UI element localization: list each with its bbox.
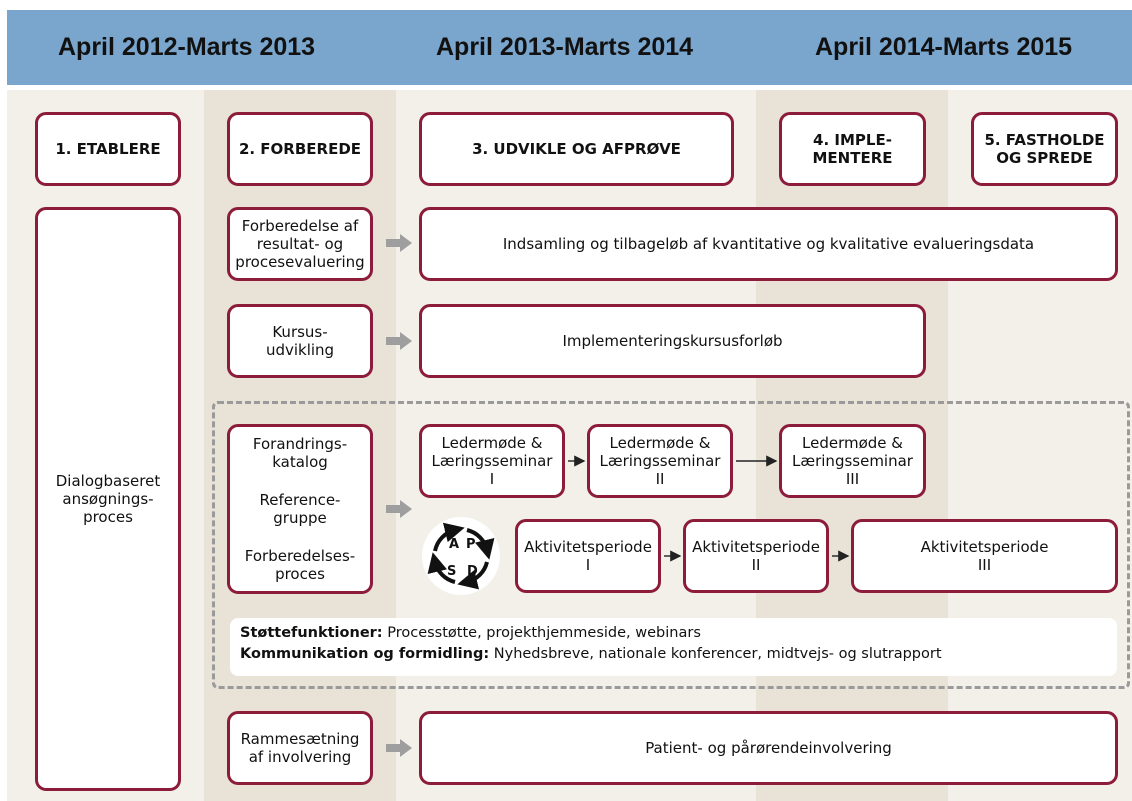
phase-fastholde-line1: 5. FASTHOLDE (984, 131, 1105, 149)
gray-arrow-evaluation-icon (386, 234, 412, 252)
improvement-group-frame (212, 401, 1130, 689)
phase-udvikle-label: 3. UDVIKLE OG AFPRØVE (472, 140, 681, 158)
activity-3-line2: III (977, 556, 992, 574)
prep-evaluation-box: Forberedelse af resultat- og procesevalu… (227, 207, 373, 281)
gray-arrow-involvement-icon (386, 739, 412, 757)
prep-eval-line1: Forberedelse af (241, 217, 359, 235)
pdsa-letter-d: D (467, 564, 478, 579)
evaluation-data-box: Indsamling og tilbageløb af kvantitative… (419, 207, 1118, 281)
phase-fastholde: 5. FASTHOLDE OG SPREDE (971, 112, 1118, 186)
phase-udvikle: 3. UDVIKLE OG AFPRØVE (419, 112, 734, 186)
course-box: Implementeringskursusforløb (419, 304, 926, 378)
dialog-line2: ansøgnings- (62, 490, 154, 508)
course-dev-box: Kursus- udvikling (227, 304, 373, 378)
support-text-2: Nyhedsbreve, nationale konferencer, midt… (489, 646, 942, 662)
involvement-label: Patient- og pårørendeinvolvering (645, 739, 892, 757)
evaluation-data-label: Indsamling og tilbageløb af kvantitative… (502, 235, 1035, 253)
pdsa-letter-a: A (449, 537, 459, 552)
timeline-header (7, 10, 1132, 85)
gray-arrow-course-icon (386, 332, 412, 350)
catalog-line1: Forandrings- (252, 435, 348, 453)
meeting-1-line1: Ledermøde & (441, 434, 543, 452)
meeting-3-line1: Ledermøde & (802, 434, 903, 452)
support-label-1: Støttefunktioner: (240, 625, 383, 641)
prep-eval-line3: procesevaluering (235, 253, 365, 271)
pdsa-letter-p: P (466, 537, 476, 552)
process-line1: Forberedelses- (244, 547, 356, 565)
meeting-box-3: Ledermøde & Læringsseminar III (779, 424, 926, 498)
support-functions: Støttefunktioner: Processtøtte, projekth… (230, 618, 1117, 676)
course-dev-line1: Kursus- (272, 323, 328, 341)
dialog-process-box: Dialogbaseret ansøgnings- proces (35, 207, 181, 791)
meeting-3-line2: Læringsseminar (792, 452, 913, 470)
support-text-1: Processtøtte, projekthjemmeside, webinar… (382, 625, 701, 641)
process-line2: proces (275, 565, 325, 583)
reference-item: Reference- gruppe (260, 491, 341, 527)
meeting-1-line3: I (489, 470, 495, 488)
phase-implementere: 4. IMPLE- MENTERE (779, 112, 926, 186)
involvement-prep-box: Rammesætning af involvering (227, 711, 373, 785)
activity-3-line1: Aktivitetsperiode (920, 538, 1049, 556)
process-item: Forberedelses- proces (245, 547, 355, 583)
catalog-line2: katalog (272, 453, 328, 471)
reference-line2: gruppe (273, 509, 327, 527)
phase-implementere-line1: 4. IMPLE- (813, 131, 892, 149)
gray-arrow-group-icon (386, 500, 412, 518)
course-label: Implementeringskursusforløb (562, 332, 783, 350)
dialog-line1: Dialogbaseret (55, 472, 161, 490)
support-line-2: Kommunikation og formidling: Nyhedsbreve… (240, 644, 1107, 665)
catalog-item: Forandrings- katalog (253, 435, 347, 471)
dialog-line3: proces (83, 508, 133, 526)
phase-implementere-line2: MENTERE (812, 149, 893, 167)
phase-etablere: 1. ETABLERE (35, 112, 181, 186)
prep-group-box: Forandrings- katalog Reference- gruppe F… (227, 424, 373, 594)
phase-etablere-label: 1. ETABLERE (55, 140, 161, 158)
activity-box-2: Aktivitetsperiode II (683, 519, 829, 593)
activity-box-1: Aktivitetsperiode I (515, 519, 661, 593)
phase-forberede: 2. FORBEREDE (227, 112, 373, 186)
involvement-prep-line2: af involvering (248, 748, 352, 766)
period-2012-2013: April 2012-Marts 2013 (58, 33, 316, 61)
involvement-prep-line1: Rammesætning (240, 730, 360, 748)
period-2013-2014: April 2013-Marts 2014 (436, 33, 694, 61)
activity-1-line2: I (585, 556, 591, 574)
meeting-box-2: Ledermøde & Læringsseminar II (587, 424, 733, 498)
meeting-2-line3: II (655, 470, 665, 488)
prep-eval-line2: resultat- og (256, 235, 344, 253)
pdsa-cycle-icon: A P S D (422, 517, 500, 595)
meeting-2-line1: Ledermøde & (609, 434, 711, 452)
reference-line1: Reference- (259, 491, 341, 509)
meeting-1-line2: Læringsseminar (431, 452, 553, 470)
meeting-3-line3: III (845, 470, 860, 488)
support-line-1: Støttefunktioner: Processtøtte, projekth… (240, 623, 1107, 644)
involvement-box: Patient- og pårørendeinvolvering (419, 711, 1118, 785)
meeting-box-1: Ledermøde & Læringsseminar I (419, 424, 565, 498)
support-label-2: Kommunikation og formidling: (240, 646, 490, 662)
activity-1-line1: Aktivitetsperiode (524, 538, 652, 556)
activity-2-line1: Aktivitetsperiode (692, 538, 820, 556)
phase-fastholde-line2: OG SPREDE (996, 149, 1093, 167)
activity-2-line2: II (751, 556, 761, 574)
phase-forberede-label: 2. FORBEREDE (238, 140, 362, 158)
pdsa-letter-s: S (447, 564, 456, 579)
activity-box-3: Aktivitetsperiode III (851, 519, 1118, 593)
course-dev-line2: udvikling (265, 341, 335, 359)
meeting-2-line2: Læringsseminar (599, 452, 721, 470)
period-2014-2015: April 2014-Marts 2015 (815, 33, 1073, 61)
